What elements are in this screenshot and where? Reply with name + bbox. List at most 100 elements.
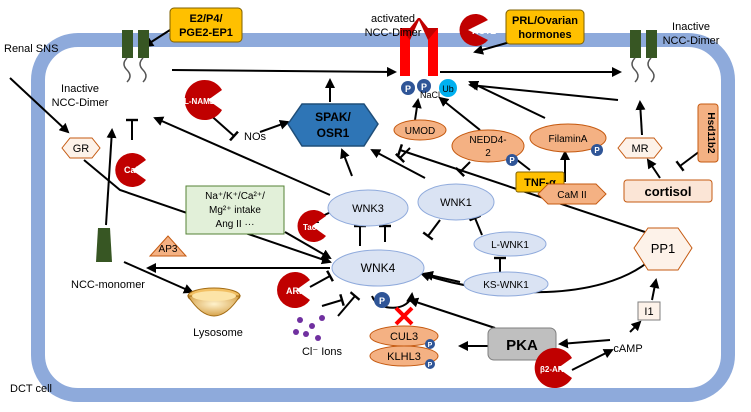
renal-sns-label: Renal SNS (4, 43, 58, 55)
nedd-line2: 2 (485, 148, 491, 159)
arrow-e2-receptor (143, 29, 171, 48)
l-name-inhibitor: L-NAME (184, 80, 222, 121)
arrow-inactive-active (171, 66, 397, 77)
camp-label: cAMP (613, 343, 642, 355)
ap3-label: AP3 (159, 244, 178, 255)
arrow-mr-receptor (635, 100, 646, 136)
gr-node: GR (61, 137, 101, 159)
ncc-monomer-node: NCC-monomer (71, 228, 145, 291)
prl-ovarian-box: PRL/Ovarian hormones (505, 9, 585, 45)
prl-line1: PRL/Ovarian (512, 15, 578, 27)
wnk1-label: WNK1 (440, 197, 472, 209)
inhibit-nedd-wnk1 (454, 161, 471, 178)
umod-label: UMOD (405, 126, 436, 137)
ks-wnk1-node: KS-WNK1 (463, 271, 549, 297)
arrow-intake-wnk4 (284, 231, 332, 260)
can-inhibitor: CaN (115, 153, 146, 188)
cl-ions-cluster: Cl⁻ Ions (293, 315, 343, 358)
camii-node: CaM II (537, 183, 607, 205)
arrow-camp-pka (558, 338, 611, 349)
pp1-node: PP1 (633, 227, 693, 271)
i1-node: I1 (637, 301, 661, 321)
block-x-icon (394, 306, 414, 326)
nacl-cluster: P P NaCl Ub (401, 79, 457, 100)
pp1-label: PP1 (651, 241, 676, 256)
e2-line1: E2/P4/ (189, 13, 222, 25)
i1-label: I1 (644, 306, 653, 318)
inactive-ncc-dimer-left (122, 30, 149, 83)
umod-node: UMOD (393, 119, 447, 141)
inactive-left-label-1: Inactive (61, 83, 99, 95)
hsd-label: Hsd11b2 (705, 112, 716, 154)
inactive-right-label-1: Inactive (672, 21, 710, 33)
arrow-nedd-nacl (438, 96, 481, 131)
nos-label: NOs (244, 131, 267, 143)
arrow-monomer-inactive (105, 128, 117, 226)
ncc-monomer-label: NCC-monomer (71, 279, 145, 291)
camii-label: CaM II (557, 190, 586, 201)
e2-line2: PGE2-EP1 (179, 27, 233, 39)
arrow-pka-wnk4 (408, 297, 496, 329)
arrow-b2ar-camp (571, 349, 614, 371)
arrow-pp1-wnk4 (420, 261, 649, 294)
nedd4-2-node: NEDD4- 2 P (451, 129, 525, 166)
wnk4-label: WNK4 (361, 261, 396, 275)
inactive-right-label-2: NCC-Dimer (663, 35, 720, 47)
arrow-pp1-nacl (468, 80, 619, 101)
activated-label-1: activated (371, 13, 415, 25)
klhl3-node: KLHL3 P (369, 345, 439, 369)
p-badge-filamin: P (594, 146, 600, 155)
inhibit-arb-wnk4 (309, 270, 334, 288)
inhibit-umod-wnk (394, 147, 411, 164)
l-name-label: L-NAME (184, 97, 216, 106)
mr-label: MR (631, 143, 648, 155)
ub-label: Ub (442, 84, 454, 94)
can-label: CaN (124, 165, 142, 175)
nedd-line1: NEDD4- (469, 135, 506, 146)
filamina-node: FilaminA P (529, 123, 607, 156)
tac-label: Tac (303, 223, 317, 232)
arrow-camp-i1 (629, 320, 642, 333)
l-wnk1-node: L-WNK1 (473, 231, 547, 257)
kswnk1-label: KS-WNK1 (483, 280, 529, 291)
hctz-label: HCTZ (472, 26, 496, 36)
inhibit-cl-wnk4-b (321, 293, 345, 307)
tac-inhibitor: Tac (297, 209, 326, 242)
arrow-prl-receptor (473, 41, 511, 55)
activated-label-2: NCC-Dimer (365, 27, 422, 39)
intake-line2: Mg²⁺ intake (209, 205, 261, 216)
gr-label: GR (73, 143, 90, 155)
arrow-wnk3-ncc (153, 116, 331, 196)
dct-cell-label: DCT cell (10, 383, 52, 395)
prl-line2: hormones (518, 29, 571, 41)
lysosome-label: Lysosome (193, 327, 243, 339)
activated-ncc-dimer (400, 18, 438, 76)
klhl3-label: KLHL3 (387, 351, 421, 363)
pka-label: PKA (506, 337, 538, 354)
intake-box: Na⁺/K⁺/Ca²⁺/ Mg²⁺ intake Ang II ··· (185, 185, 285, 235)
arrow-nos-spak (259, 119, 290, 133)
b2ar-label: β2-AR (540, 365, 564, 374)
p-badge-nacl-1: P (405, 84, 411, 94)
p-badge-nacl-2: P (421, 82, 427, 92)
inactive-ncc-dimer-right (630, 30, 657, 83)
arrow-renal-sns-gr (9, 77, 70, 134)
pka-node: PKA (487, 327, 557, 361)
inactive-left-label-2: NCC-Dimer (52, 97, 109, 109)
arrow-gr-wnk4 (83, 159, 332, 265)
cl-ions-label: Cl⁻ Ions (302, 346, 343, 358)
lysosome-icon: Lysosome (187, 287, 243, 339)
p-badge-nedd: P (509, 156, 515, 165)
p-badge-klhl3: P (428, 362, 433, 369)
wnk3-label: WNK3 (352, 203, 384, 215)
lwnk1-label: L-WNK1 (491, 240, 529, 251)
inhibit-wnk1-wnk4 (422, 219, 441, 241)
arrow-monomer-lysosome (123, 261, 194, 294)
spak-line2: OSR1 (317, 126, 350, 140)
mr-node: MR (617, 137, 663, 159)
p-badge-cul3: P (428, 342, 433, 349)
cortisol-node: cortisol (623, 179, 713, 203)
arrow-cortisol-mr (646, 158, 661, 179)
cortisol-label: cortisol (645, 184, 692, 199)
